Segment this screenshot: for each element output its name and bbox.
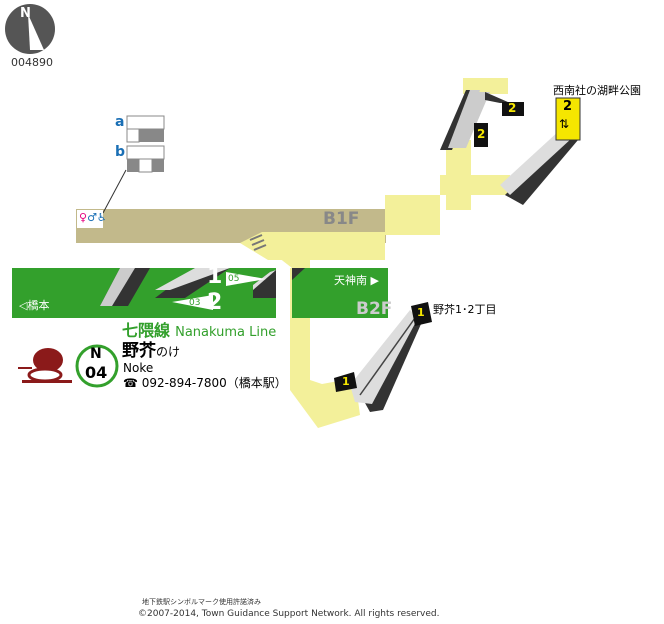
noke-station-logo [18,348,72,383]
station-name-ja: 野芥 [122,341,156,361]
facility-icons [77,115,165,228]
station-phone: ☎ 092-894-7800（橋本駅） [123,376,287,390]
station-code: 004890 [11,56,53,69]
track-2-next-station: 03 [189,298,201,308]
station-number-circle [75,344,119,388]
direction-tenjin-minami: 天神南 ▶ [334,274,379,287]
exit-2-escalators [350,90,578,412]
station-number-line: N [90,346,102,362]
gate-b-leader [102,169,127,214]
gate-a-label: a [115,114,125,130]
telephone-icon: ☎ [123,376,138,390]
exit-number: 2 [508,101,517,115]
b2f-label: B2F [356,299,393,319]
exit-number: 1 [417,306,425,319]
exit-number: 2 [563,99,573,114]
b1f-label: B1F [323,209,360,229]
station-name-kana: のけ [156,345,181,359]
line-name: 七隈線 Nanakuma Line [122,321,276,342]
exit-number: 2 [477,127,486,141]
symbol-permission: 地下鉄駅シンボルマーク使用許諾済み [142,598,261,606]
passage-area [240,78,510,428]
exit-number: 1 [342,375,350,388]
track-2-number: 2 [207,290,223,315]
station-name-en: Noke [123,361,154,375]
gate-b-label: b [115,144,126,160]
line-name-ja: 七隈線 [122,321,171,340]
exit-label-seinan: 西南社の湖畔公園 [553,84,641,97]
track-direction-arrows [172,272,266,310]
track-1-next-station: 05 [228,274,240,284]
platform-escalators [100,268,305,306]
station-number: 04 [85,363,108,382]
elevator-icon: ⇅ [559,117,570,131]
exit-badges [334,97,581,392]
track-1-number: 1 [207,264,223,289]
direction-hashimoto: ◁橋本 [19,299,50,312]
stairs-icon [249,234,267,251]
copyright: ©2007-2014, Town Guidance Support Networ… [138,609,440,619]
north-arrow-icon [5,4,55,54]
compass-letter: N [20,6,31,21]
phone-number: 092-894-7800（橋本駅） [141,376,287,390]
restroom-icon: ♀♂♿ [79,211,107,224]
exit-label-noke: 野芥1･2丁目 [433,303,497,316]
station-name: 野芥のけ [122,341,180,362]
line-name-en: Nanakuma Line [175,325,277,340]
